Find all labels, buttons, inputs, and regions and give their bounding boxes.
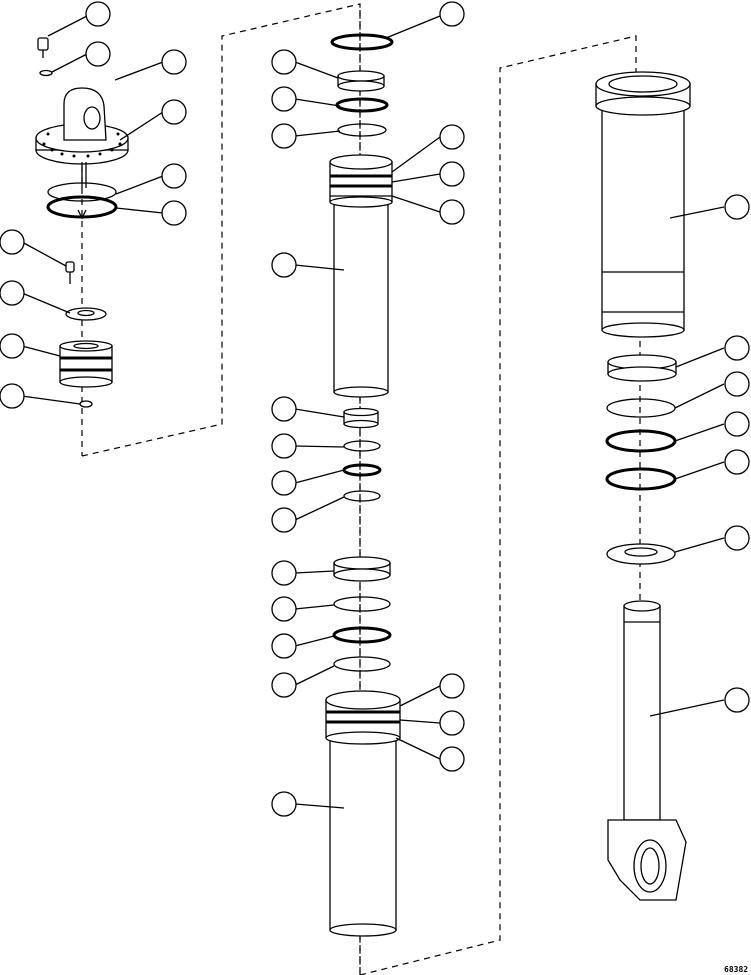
- mid-ring-c-part: [343, 490, 381, 502]
- callout: [724, 194, 750, 220]
- spacer-part: [606, 543, 676, 565]
- callout: [271, 123, 297, 149]
- callout: [271, 672, 297, 698]
- callout: [439, 710, 465, 736]
- lower-ring-b-part: [332, 626, 392, 644]
- bolt-part: [37, 37, 49, 58]
- callout: [271, 507, 297, 533]
- lower-ring-c-part: [333, 656, 391, 672]
- right-ring-b-part: [605, 429, 677, 453]
- callout: [724, 449, 750, 475]
- left-assembly-group: [35, 37, 129, 408]
- small-washer-part: [39, 69, 53, 77]
- lower-ring-a-part: [333, 596, 391, 612]
- piston-part: [59, 340, 113, 388]
- callout: [724, 371, 750, 397]
- callout: [724, 525, 750, 551]
- bushing-part: [343, 407, 379, 429]
- callout: [0, 280, 25, 306]
- upper-ring-b-part: [337, 123, 387, 137]
- lower-tube-part: [325, 690, 401, 937]
- barrel-part: [595, 71, 691, 338]
- callout: [439, 673, 465, 699]
- callout: [271, 433, 297, 459]
- callout: [271, 596, 297, 622]
- callout: [271, 633, 297, 659]
- callout: [439, 1, 465, 27]
- figure-reference-number: 68382: [724, 965, 748, 974]
- callout: [271, 470, 297, 496]
- callout: [271, 86, 297, 112]
- lower-seal-part: [333, 556, 391, 582]
- right-assembly-group: [595, 71, 691, 901]
- callout: [161, 163, 187, 189]
- cap-screw-part: [65, 261, 75, 284]
- mid-ring-a-part: [343, 440, 381, 452]
- callout-circles: [0, 1, 750, 817]
- callout: [271, 791, 297, 817]
- upper-ring-a-part: [335, 97, 389, 113]
- wear-washer-part: [65, 307, 107, 321]
- callout: [271, 252, 297, 278]
- middle-assembly-group: [325, 33, 401, 937]
- leader-lines: [21, 15, 725, 809]
- cylinder-head-part: [35, 87, 129, 188]
- callout: [85, 41, 111, 67]
- nut-part: [79, 400, 93, 408]
- callout: [161, 49, 187, 75]
- callout: [439, 161, 465, 187]
- callout: [271, 49, 297, 75]
- head-o-ring-part: [47, 182, 117, 202]
- callout: [0, 333, 25, 359]
- wear-ring-part: [607, 354, 677, 382]
- callout: [161, 200, 187, 226]
- callout: [439, 746, 465, 772]
- callout: [439, 124, 465, 150]
- callout: [271, 560, 297, 586]
- callout: [271, 396, 297, 422]
- callout: [85, 1, 111, 27]
- callout: [439, 199, 465, 225]
- mid-ring-b-part: [342, 463, 382, 477]
- callout: [0, 383, 25, 409]
- top-seal-part: [330, 33, 394, 51]
- right-ring-c-part: [605, 467, 677, 491]
- callout: [0, 229, 25, 255]
- rod-part: [607, 600, 687, 901]
- callout: [724, 687, 750, 713]
- callout: [161, 99, 187, 125]
- right-ring-a-part: [606, 398, 676, 418]
- wiper-ring-part: [337, 70, 385, 92]
- upper-tube-part: [329, 154, 393, 398]
- callout: [724, 411, 750, 437]
- callout: [724, 335, 750, 361]
